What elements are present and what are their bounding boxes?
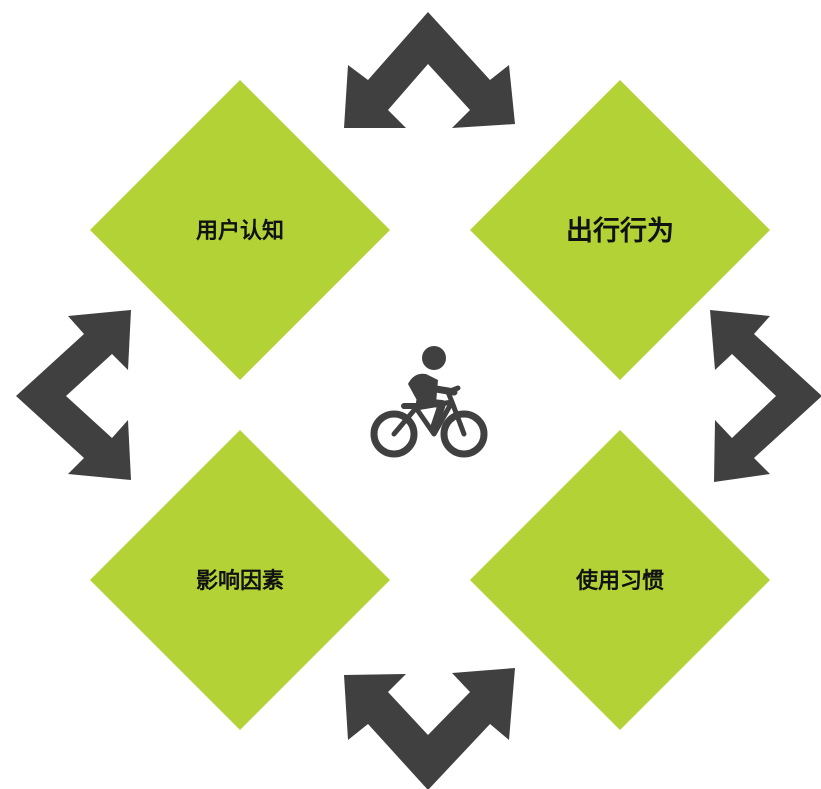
label-user-cognition: 用户认知	[196, 218, 284, 244]
double-arrow-bottom	[344, 668, 515, 789]
node-influence-factors	[90, 430, 390, 730]
label-travel-behavior: 出行行为	[566, 215, 674, 247]
double-arrow-right	[710, 310, 821, 482]
bicycle-rider-icon	[370, 346, 488, 458]
label-usage-habits: 使用习惯	[575, 569, 664, 594]
node-travel-behavior	[470, 80, 770, 380]
label-influence-factors: 影响因素	[196, 568, 284, 594]
node-usage-habits	[470, 430, 770, 730]
double-arrow-left	[16, 310, 131, 480]
double-arrow-top	[344, 12, 515, 128]
node-user-cognition	[90, 80, 390, 380]
